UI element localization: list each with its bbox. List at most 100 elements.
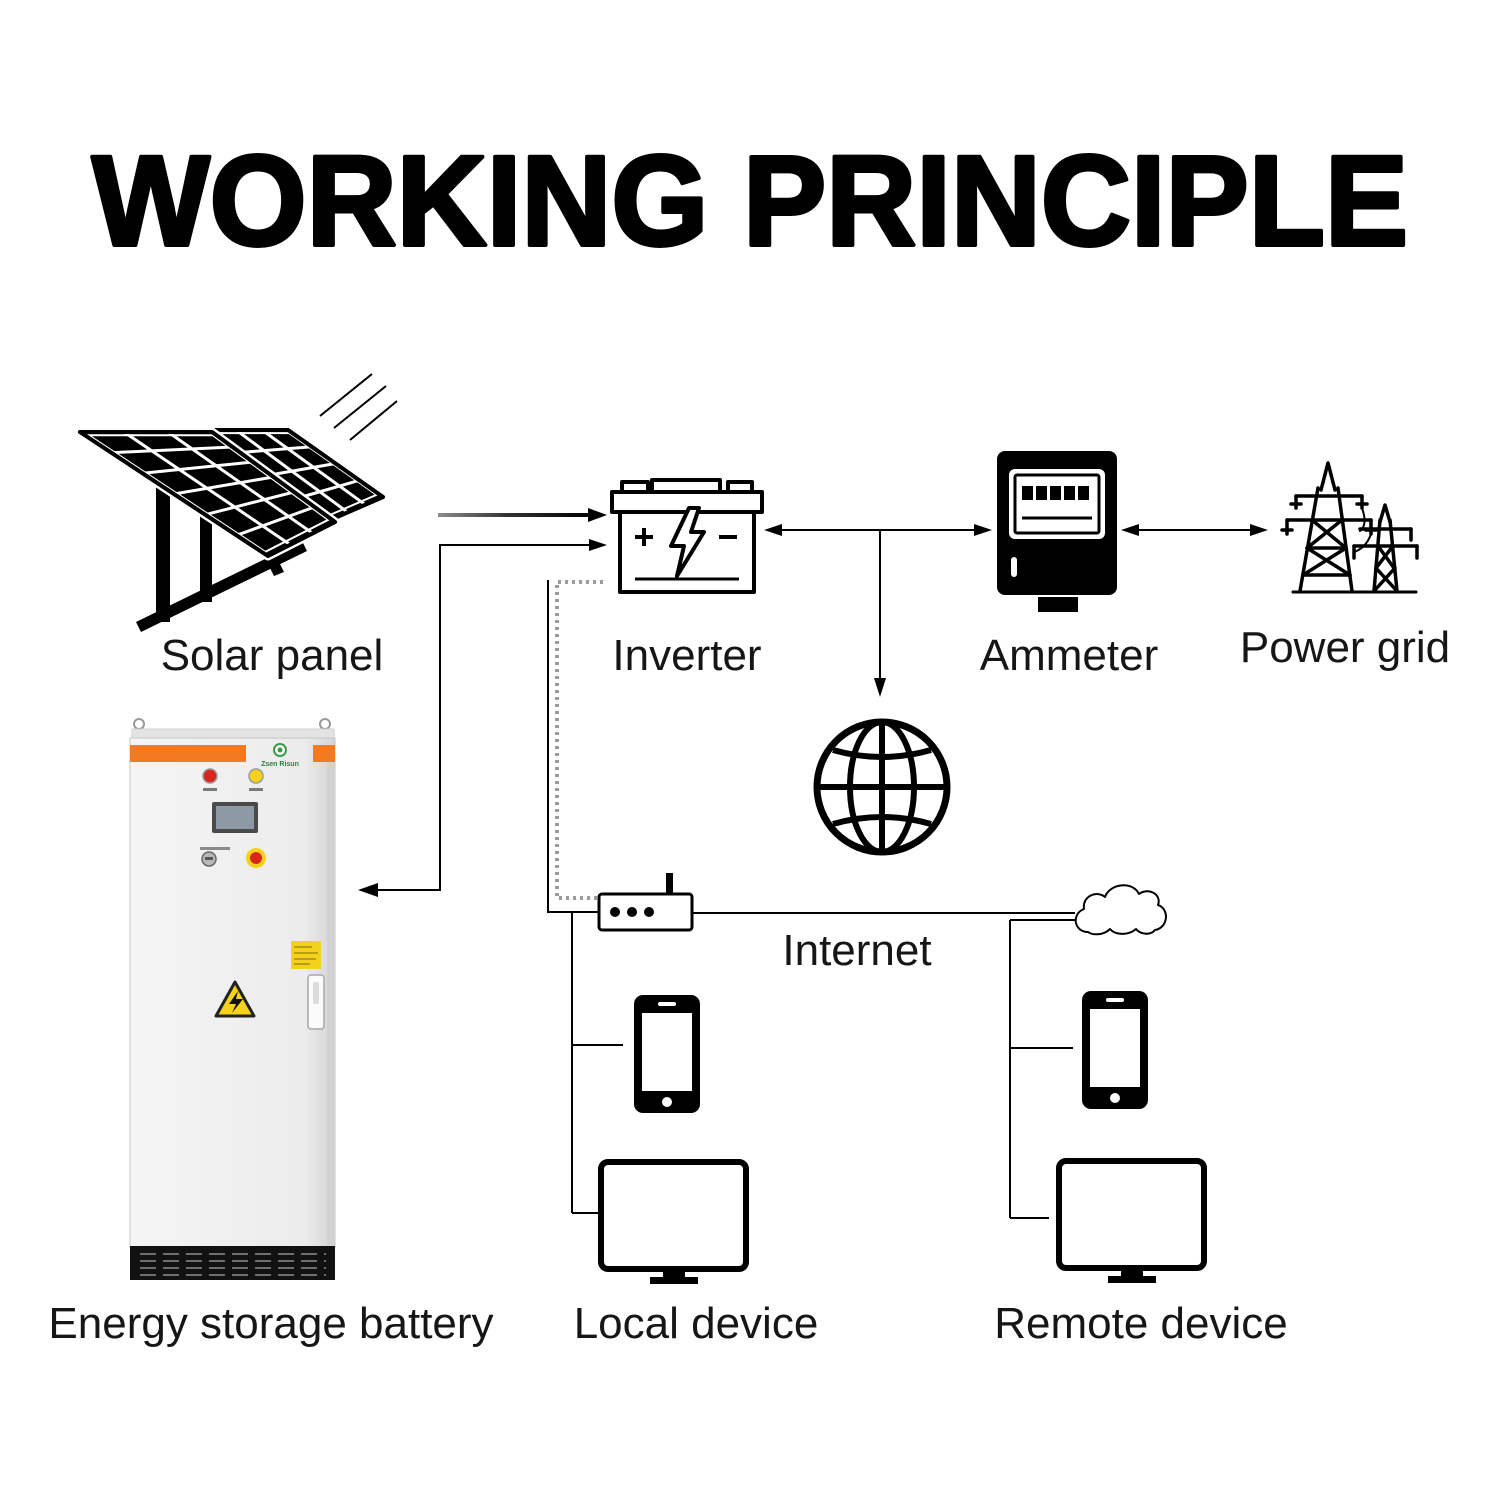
meter-digit: [1050, 486, 1061, 500]
meter-digit: [1064, 486, 1075, 500]
cabinet-orange-stripe: [313, 745, 335, 762]
switch-caption: [200, 847, 230, 850]
monitor-base: [1108, 1276, 1156, 1283]
brand-logo-mark: [277, 747, 283, 753]
router-led: [610, 907, 620, 917]
globe-icon: [813, 718, 951, 856]
page-title: WORKING PRINCIPLE: [92, 130, 1408, 273]
solar-panel-label: Solar panel: [161, 631, 384, 680]
yellow-indicator-light: [248, 768, 264, 784]
power-grid-label: Power grid: [1240, 623, 1450, 672]
tower-spire: [1319, 461, 1337, 492]
ammeter-label: Ammeter: [980, 631, 1158, 680]
power-line: [1353, 533, 1372, 553]
cabinet-orange-stripe: [130, 745, 246, 762]
monitor-screen: [598, 1159, 749, 1272]
phone-home-button: [662, 1097, 672, 1107]
globe-latitude: [832, 747, 932, 760]
red-indicator-light: [202, 768, 218, 784]
sun-ray: [349, 400, 398, 441]
meter-digit: [1078, 486, 1089, 500]
solar-cell-gridline: [239, 445, 312, 454]
solar-cell-gridline: [173, 475, 274, 496]
phone-speaker: [1106, 998, 1124, 1002]
inverter-router-data-link: [555, 580, 603, 900]
solar-cell-gridline: [142, 460, 254, 475]
meter-foot: [1038, 597, 1078, 612]
panel-stand-post: [200, 514, 212, 602]
router-icon: [597, 873, 694, 932]
phone-screen: [642, 1013, 692, 1091]
transmission-tower-icon: [1280, 461, 1419, 594]
battery-cabinet-icon: Zsen Risun: [129, 718, 336, 1280]
panel-stand-post: [156, 486, 170, 622]
solar-module-front-inner-frame: [85, 434, 331, 553]
local-smartphone-icon: [634, 995, 700, 1113]
local-device-label: Local device: [574, 1299, 819, 1348]
warning-lightning-icon: [229, 991, 243, 1013]
inverter-to-storage-line: [376, 544, 592, 891]
monitor-screen: [1056, 1158, 1207, 1271]
router-antenna: [666, 873, 673, 894]
tower-spire: [1378, 503, 1392, 524]
arrowhead-right: [589, 539, 607, 551]
monitor-stand: [663, 1271, 685, 1278]
electric-meter-icon: [997, 451, 1117, 612]
emergency-stop-button: [250, 852, 262, 864]
phone-speaker: [658, 1002, 676, 1006]
rating-sticker: [291, 941, 321, 969]
brand-name: Zsen Risun: [261, 761, 299, 768]
meter-digit: [1036, 486, 1047, 500]
tower-brace: [1310, 518, 1348, 550]
panel-stand-base: [136, 541, 307, 632]
phone-home-button: [1110, 1093, 1120, 1103]
vent-slats: [140, 1253, 326, 1276]
tower-brace: [1301, 546, 1348, 577]
tower-leg: [1388, 518, 1399, 593]
meter-digit: [1022, 486, 1033, 500]
indicator-caption: [249, 788, 263, 791]
local-monitor-icon: [598, 1159, 749, 1284]
solar-cell-gridline: [204, 490, 295, 517]
sun-ray: [319, 373, 373, 417]
arrowhead-left: [358, 883, 378, 897]
arrowhead-right: [588, 508, 607, 522]
solar-cell-gridline: [236, 505, 316, 537]
phone-screen: [1090, 1009, 1140, 1087]
router-led: [627, 907, 637, 917]
remote-smartphone-icon: [1082, 991, 1148, 1109]
solar-module-front-frame: [78, 430, 337, 558]
rating-sticker-lines: [294, 946, 318, 965]
arrowhead-left: [764, 524, 782, 536]
solar-module-back-grid: [235, 428, 367, 514]
key-switch-slot: [205, 857, 213, 860]
remote-monitor-icon: [1056, 1158, 1207, 1283]
monitor-stand: [1121, 1270, 1143, 1277]
internet-label: Internet: [782, 926, 931, 975]
solar-panel-icon: [75, 373, 398, 632]
energy-storage-label: Energy storage battery: [48, 1299, 493, 1348]
meter-display: [1013, 473, 1101, 535]
car-battery-icon: [610, 478, 764, 594]
tower-brace: [1305, 518, 1344, 550]
solar-to-inverter-line: [438, 513, 590, 517]
cloud-icon: [1074, 884, 1167, 936]
inverter-router-line: [547, 580, 598, 913]
solar-cell-gridline: [111, 445, 233, 455]
touch-screen: [216, 806, 254, 829]
remote-device-label: Remote device: [994, 1299, 1287, 1348]
router-led: [644, 907, 654, 917]
door-handle-grip: [313, 982, 319, 1004]
monitor-base: [650, 1277, 698, 1284]
globe-latitude: [832, 814, 932, 827]
brand-logo: Zsen Risun: [261, 743, 299, 768]
tower-brace: [1305, 546, 1352, 577]
lightning-bolt-icon: [669, 506, 706, 578]
tower-brace: [1373, 566, 1397, 592]
inverter-label: Inverter: [612, 631, 761, 680]
power-line: [1359, 507, 1366, 532]
arrowhead-right: [1250, 524, 1268, 536]
indicator-caption: [203, 788, 217, 791]
arrowhead-right: [974, 524, 992, 536]
